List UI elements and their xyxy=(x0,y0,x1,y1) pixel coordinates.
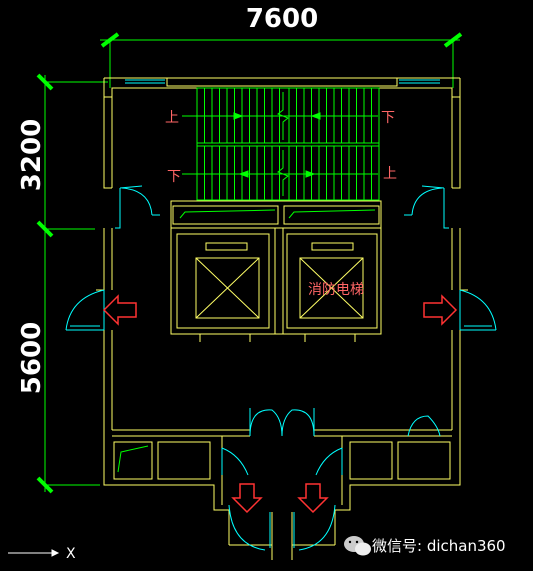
ucs-axis-icon xyxy=(8,549,60,557)
wechat-icon xyxy=(344,536,371,556)
stair-down-label: 下 xyxy=(381,110,395,126)
left-dimension xyxy=(44,75,108,492)
ucs-axis-label: X xyxy=(66,546,76,562)
bottom-shaft-details xyxy=(117,445,149,473)
side-doors xyxy=(65,185,497,551)
watermark-text: 微信号: dichan360 xyxy=(372,537,506,555)
elevator-shafts xyxy=(170,227,382,342)
stair-up-label: 上 xyxy=(165,110,179,126)
stair-treads xyxy=(196,88,380,200)
dimension-top-width: 7600 xyxy=(246,4,318,34)
top-dimension xyxy=(100,39,460,88)
elevator-header xyxy=(170,200,382,229)
left-dimension-ticks xyxy=(36,73,54,494)
elevator-header-details xyxy=(179,209,376,219)
exit-arrows xyxy=(102,294,458,514)
stair-break-lines xyxy=(277,92,289,196)
stair-flights xyxy=(196,87,380,201)
dimension-left-upper: 3200 xyxy=(17,119,47,191)
bottom-service-shafts xyxy=(113,441,451,480)
stair-up-label-lower: 上 xyxy=(383,166,397,182)
elevator-cars xyxy=(195,257,364,319)
dimension-left-lower: 5600 xyxy=(17,322,47,394)
top-dimension-ticks xyxy=(100,32,463,48)
exterior-walls xyxy=(96,77,468,560)
stair-arrows xyxy=(182,112,378,178)
top-windows xyxy=(125,79,440,84)
stair-down-label-lower: 下 xyxy=(167,169,181,185)
fire-elevator-label: 消防电梯 xyxy=(308,282,364,298)
